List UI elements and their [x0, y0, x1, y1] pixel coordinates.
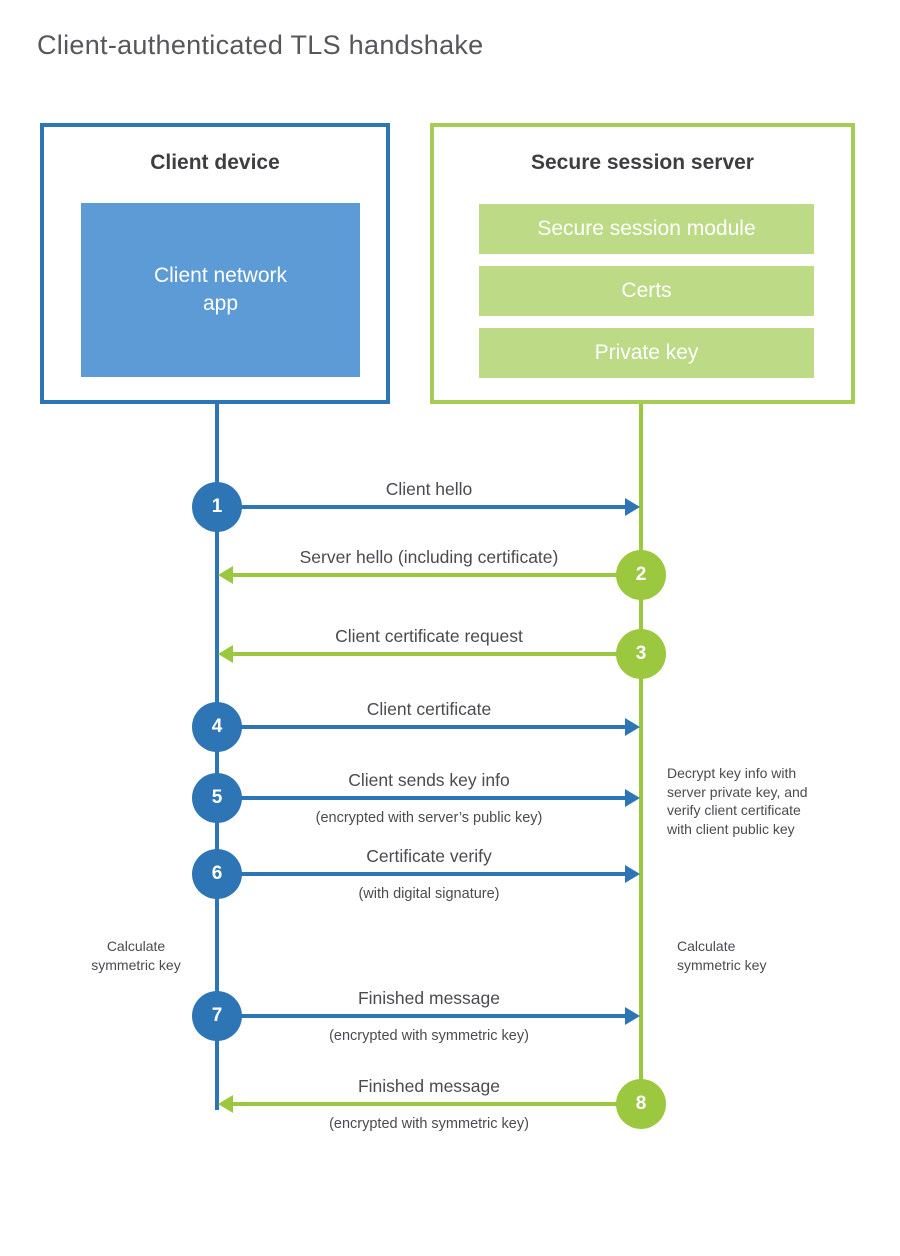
message-6-sublabel: (with digital signature)	[358, 886, 500, 902]
secure-session-server-title: Secure session server	[531, 151, 754, 174]
step-circle-8: 8	[616, 1079, 666, 1129]
message-4-arrow-line	[217, 725, 627, 729]
message-4-label: Client certificate	[366, 699, 492, 719]
server-calculate-note: Calculate symmetric key	[677, 938, 767, 973]
message-1-arrowhead-icon	[625, 498, 640, 516]
step-circle-7: 7	[192, 991, 242, 1041]
message-1-arrow-line	[217, 505, 627, 509]
client-network-app-label: Client network app	[153, 263, 288, 315]
server-module-private-key: Private key	[479, 328, 814, 378]
server-module-certs: Certs	[479, 266, 814, 316]
message-2-arrowhead-icon	[218, 566, 233, 584]
message-8-arrow-line	[231, 1102, 641, 1106]
client-device-box: Client device Client network app	[40, 123, 390, 404]
message-2-arrow-line	[231, 573, 641, 577]
server-lifeline	[639, 404, 643, 1104]
server-module-secure-session: Secure session module	[479, 204, 814, 254]
message-7-arrowhead-icon	[625, 1007, 640, 1025]
step-circle-5: 5	[192, 773, 242, 823]
message-3-arrow-line	[231, 652, 641, 656]
message-3-arrowhead-icon	[218, 645, 233, 663]
message-7-sublabel: (encrypted with symmetric key)	[329, 1028, 529, 1044]
client-device-title: Client device	[150, 151, 280, 174]
step-circle-1: 1	[192, 482, 242, 532]
message-4-arrowhead-icon	[625, 718, 640, 736]
message-5-arrowhead-icon	[625, 789, 640, 807]
step-circle-2: 2	[616, 550, 666, 600]
message-5-label: Client sends key info	[348, 770, 510, 790]
secure-session-server-box: Secure session server Secure session mod…	[430, 123, 855, 404]
message-7-arrow-line	[217, 1014, 627, 1018]
client-calculate-note: Calculate symmetric key	[91, 938, 181, 973]
message-8-sublabel: (encrypted with symmetric key)	[329, 1116, 529, 1132]
server-modules-list: Secure session module Certs Private key	[479, 204, 814, 378]
message-5-sublabel: (encrypted with server’s public key)	[315, 810, 543, 826]
client-lifeline	[215, 404, 219, 1110]
message-1-label: Client hello	[385, 479, 473, 499]
message-8-arrowhead-icon	[218, 1095, 233, 1113]
page-title: Client-authenticated TLS handshake	[37, 30, 484, 60]
message-3-label: Client certificate request	[335, 626, 523, 646]
step-circle-4: 4	[192, 702, 242, 752]
client-network-app-module: Client network app	[81, 203, 360, 377]
step-circle-6: 6	[192, 849, 242, 899]
message-2-label: Server hello (including certificate)	[299, 547, 559, 567]
message-8-label: Finished message	[357, 1076, 501, 1096]
message-6-label: Certificate verify	[366, 846, 492, 866]
step-circle-3: 3	[616, 629, 666, 679]
message-6-arrow-line	[217, 872, 627, 876]
message-5-arrow-line	[217, 796, 627, 800]
message-6-arrowhead-icon	[625, 865, 640, 883]
message-7-label: Finished message	[357, 988, 501, 1008]
server-decrypt-note: Decrypt key info with server private key…	[667, 765, 808, 837]
